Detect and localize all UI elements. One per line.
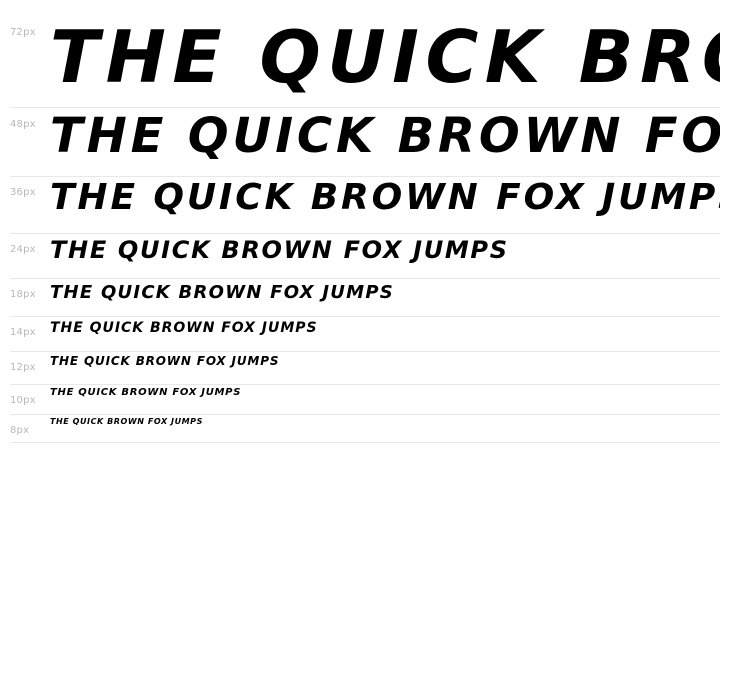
size-label: 72px — [10, 27, 36, 38]
sample-text: THE QUICK BROWN FOX JUMPS — [50, 18, 720, 99]
size-label: 12px — [10, 362, 36, 373]
sample-text: THE QUICK BROWN FOX JUMPS — [50, 320, 318, 336]
font-size-specimen: 72px THE QUICK BROWN FOX JUMPS 48px THE … — [10, 18, 720, 443]
size-label: 10px — [10, 395, 36, 406]
size-label: 14px — [10, 327, 36, 338]
sample-text: THE QUICK BROWN FOX JUMPS — [50, 417, 203, 426]
size-label: 24px — [10, 244, 36, 255]
sample-text: THE QUICK BROWN FOX JUMPS — [50, 282, 394, 303]
specimen-row-14: 14px THE QUICK BROWN FOX JUMPS — [10, 317, 720, 352]
sample-text: THE QUICK BROWN FOX JUMPS — [50, 387, 242, 398]
specimen-row-48: 48px THE QUICK BROWN FOX JUMPS — [10, 108, 720, 177]
specimen-row-36: 36px THE QUICK BROWN FOX JUMPS — [10, 177, 720, 234]
specimen-row-8: 8px THE QUICK BROWN FOX JUMPS — [10, 415, 720, 443]
specimen-row-10: 10px THE QUICK BROWN FOX JUMPS — [10, 385, 720, 415]
sample-text: THE QUICK BROWN FOX JUMPS — [50, 108, 720, 164]
specimen-row-18: 18px THE QUICK BROWN FOX JUMPS — [10, 279, 720, 317]
size-label: 48px — [10, 119, 36, 130]
specimen-row-12: 12px THE QUICK BROWN FOX JUMPS — [10, 352, 720, 385]
sample-text: THE QUICK BROWN FOX JUMPS — [50, 177, 720, 218]
size-label: 18px — [10, 289, 36, 300]
specimen-row-72: 72px THE QUICK BROWN FOX JUMPS — [10, 18, 720, 108]
size-label: 36px — [10, 187, 36, 198]
sample-text: THE QUICK BROWN FOX JUMPS — [50, 236, 509, 264]
size-label: 8px — [10, 425, 30, 436]
sample-text: THE QUICK BROWN FOX JUMPS — [50, 354, 280, 368]
specimen-row-24: 24px THE QUICK BROWN FOX JUMPS — [10, 234, 720, 279]
